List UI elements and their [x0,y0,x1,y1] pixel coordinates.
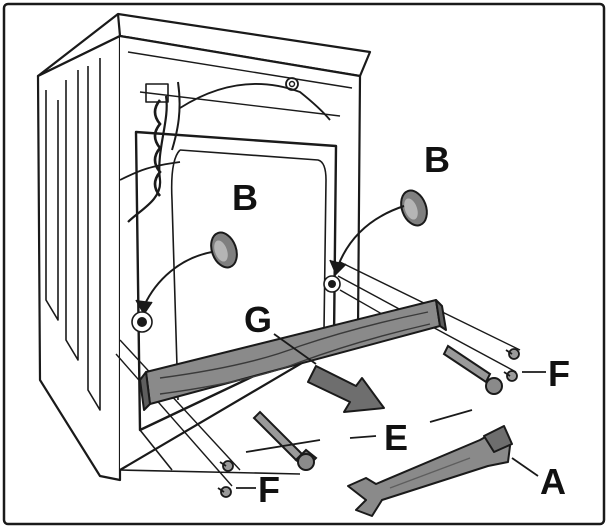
leader-e-left-far [245,439,321,453]
machine-back [119,34,362,471]
label-e: E [384,417,408,458]
screws-f-bottom [217,460,234,498]
leader-g [273,333,317,365]
bolt-e-lower [252,410,318,471]
transport-bracket [139,299,447,411]
arrow-b-left [143,251,213,307]
label-b-right: B [424,139,450,180]
label-f-bottom: F [258,469,280,510]
label-b-left: B [232,177,258,218]
label-f-right: F [548,353,570,394]
machine-side [36,34,122,482]
screws-f-right [503,348,520,382]
washing-machine [36,12,372,482]
spanner-a [347,425,513,517]
drain-hose [119,81,181,223]
leader-a [511,457,539,477]
leader-e-right [429,409,473,423]
removal-arrow [307,365,385,413]
bolt-holes [131,275,341,333]
leader-e-left [349,435,377,439]
cap-b-left [210,231,238,269]
bolt-e-upper [442,344,503,395]
label-a: A [540,461,566,502]
label-leaders [236,333,546,489]
arrow-b-right [337,205,405,267]
cap-b-right [400,189,428,227]
label-g: G [244,299,272,340]
